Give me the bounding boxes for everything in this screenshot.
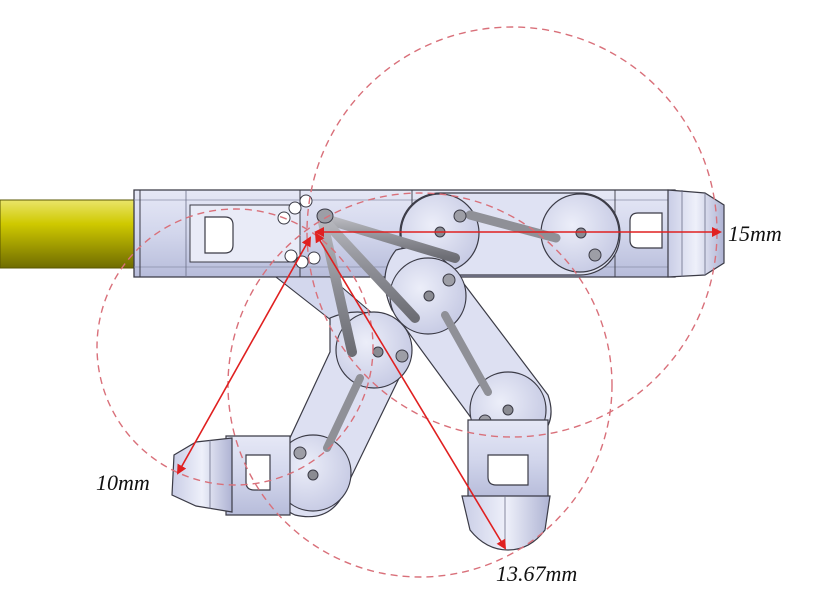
dimension-label-large: 15mm <box>728 221 782 246</box>
dimension-arrow-small <box>177 236 311 475</box>
dimension-arrows <box>177 227 722 550</box>
dimension-arrow-middle <box>314 232 507 550</box>
yellow-shaft <box>0 199 141 269</box>
middle-fingertip <box>461 419 551 551</box>
lower-left-fingertip <box>171 435 291 516</box>
dimension-label-middle: 13.67mm <box>496 561 578 586</box>
dimension-label-small: 10mm <box>96 470 150 495</box>
lower-left-arm <box>273 311 413 518</box>
main-housing-tip <box>667 189 725 278</box>
